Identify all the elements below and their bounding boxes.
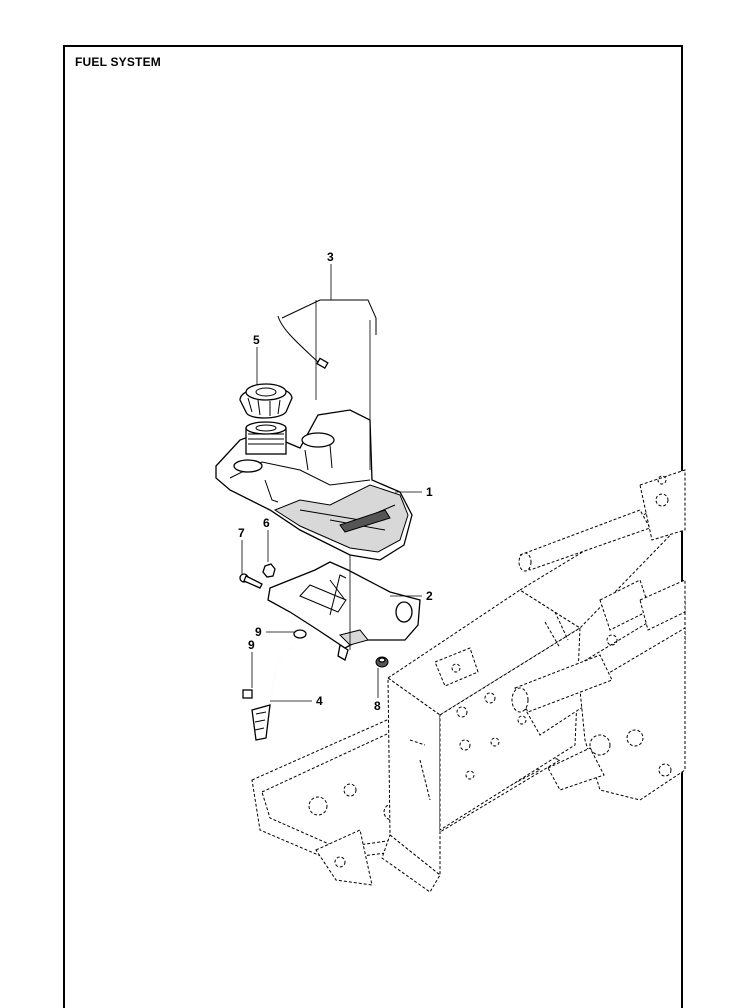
bolt-7 [239, 573, 263, 589]
tractor-frame [251, 469, 686, 893]
fuel-hose [251, 647, 293, 741]
callout-labels: 3 5 1 6 7 2 9 9 4 8 [238, 250, 433, 713]
fuel-line [277, 299, 377, 369]
grommet-8 [375, 656, 389, 668]
callout-4: 4 [316, 694, 323, 708]
callout-6: 6 [263, 516, 270, 530]
fuel-cap [239, 383, 293, 419]
callout-3: 3 [327, 250, 334, 264]
hose-clamp-upper [293, 629, 307, 639]
page-title: FUEL SYSTEM [75, 55, 161, 69]
callout-9-upper: 9 [255, 625, 262, 639]
hose-clamp-lower [242, 689, 253, 699]
leader-lines [241, 264, 422, 702]
callout-7: 7 [238, 526, 245, 540]
tank-bracket [267, 561, 421, 661]
callout-5: 5 [253, 333, 260, 347]
nut-6 [262, 563, 276, 578]
callout-2: 2 [426, 589, 433, 603]
fuel-tank [215, 409, 413, 561]
callout-8: 8 [374, 699, 381, 713]
callout-9-lower: 9 [248, 638, 255, 652]
callout-1: 1 [426, 485, 433, 499]
